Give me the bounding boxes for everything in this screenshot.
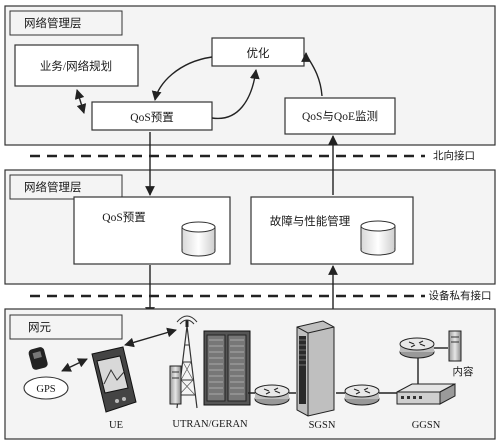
router-icon: [399, 337, 435, 359]
rnc-cabinet-icon: [203, 330, 251, 406]
sgsn-label: SGSN: [309, 420, 336, 431]
network-element-layer: 网元 GPS UE: [4, 308, 496, 440]
top-layer-title: 网络管理层: [24, 16, 82, 30]
content-server-icon: [448, 330, 462, 362]
ne-layer-tag: [9, 314, 123, 340]
planning-provision-arrow: [74, 89, 87, 114]
database-icon: [360, 220, 396, 256]
middle-layer-tag: [9, 174, 123, 200]
optimization-box: [211, 37, 305, 67]
device-private-interface-label: 设备私有接口: [429, 289, 492, 302]
top-management-layer: 网络管理层 业务/网络规划 优化 QoS预置 QoS与QoE监测: [4, 5, 496, 146]
business-planning-label: 业务/网络规划: [40, 59, 112, 73]
router-icon: [254, 384, 290, 406]
ggsn-device-icon: [396, 383, 456, 405]
qos-provision-top-label: QoS预置: [130, 111, 173, 124]
qos-qoe-monitor-label: QoS与QoE监测: [302, 110, 378, 123]
database-icon: [181, 221, 216, 257]
top-layer-tag: [9, 10, 123, 36]
ue-label: UE: [109, 420, 123, 431]
middle-layer-title: 网络管理层: [24, 180, 82, 194]
gps-ellipse: [23, 376, 69, 400]
qos-provision-mid-label: QoS预置: [102, 211, 145, 224]
ue-radio-arrow: [124, 327, 177, 348]
gps-label: GPS: [36, 384, 55, 395]
fault-perf-mgmt-label: 故障与性能管理: [270, 214, 351, 228]
gps-device-icon: [28, 347, 48, 370]
optimization-to-provision-arrow: [151, 56, 213, 101]
content-label: 内容: [453, 365, 474, 378]
utran-geran-label: UTRAN/GERAN: [172, 419, 248, 430]
provision-to-optimization-arrow: [211, 69, 260, 120]
qos-qoe-monitor-box: [284, 97, 396, 135]
qos-provision-top-box: [91, 101, 213, 131]
northbound-interface-label: 北向接口: [433, 149, 475, 162]
base-station-unit-icon: [169, 365, 182, 405]
ne-layer-title: 网元: [28, 322, 51, 334]
ue-device-icon: [91, 346, 137, 413]
optimization-label: 优化: [247, 46, 270, 60]
middle-management-layer: 网络管理层 QoS预置 故障与性能管理: [4, 169, 496, 285]
business-planning-box: [14, 44, 139, 87]
gps-ue-arrow: [61, 358, 88, 372]
ggsn-label: GGSN: [412, 420, 441, 431]
router-icon: [344, 384, 380, 406]
sgsn-server-icon: [296, 320, 335, 417]
monitor-to-optimization-arrow: [301, 52, 323, 97]
